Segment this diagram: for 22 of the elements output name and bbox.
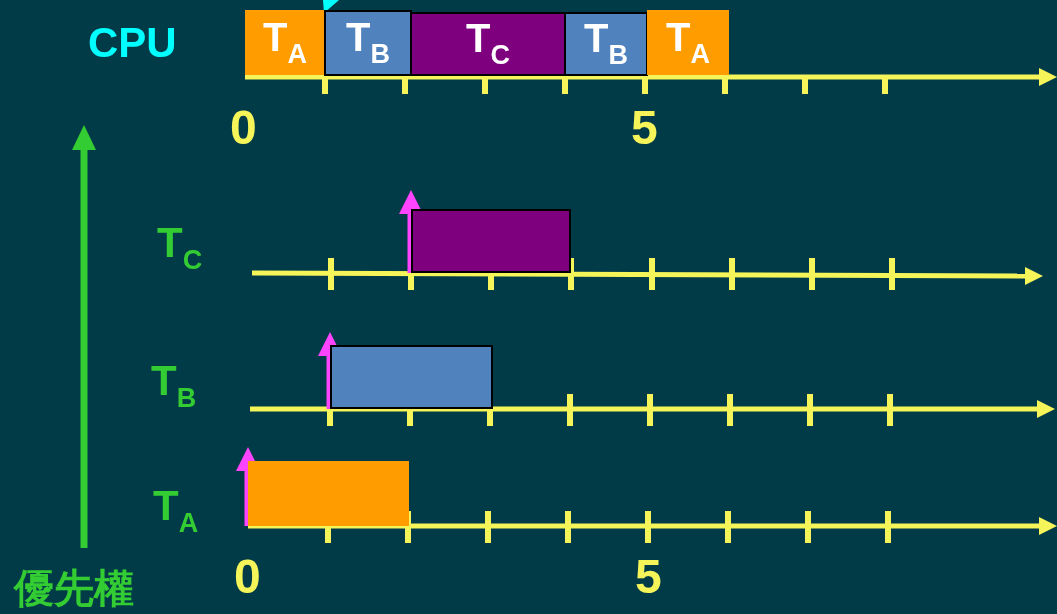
row-label: T$_{C}$ xyxy=(157,222,203,275)
tick-label: 5 xyxy=(631,104,658,152)
schedule-block xyxy=(324,10,412,76)
row-label: T$_{B}$ xyxy=(151,360,197,413)
schedule-block xyxy=(245,10,325,75)
tick-label: 0 xyxy=(230,104,257,152)
schedule-block xyxy=(410,12,566,76)
task-label: T$_{B}$ xyxy=(584,18,628,70)
tick-label: 0 xyxy=(234,553,261,601)
tick-label: 5 xyxy=(635,553,662,601)
task-label: T$_{C}$ xyxy=(466,18,510,70)
row-label: CPU xyxy=(88,22,177,64)
task-label: T$_{B}$ xyxy=(346,17,390,69)
task-label: T$_{A}$ xyxy=(666,16,710,69)
row-label: T$_{A}$ xyxy=(153,485,199,538)
axis-title: 優先權 xyxy=(14,568,134,608)
schedule-block xyxy=(564,12,648,76)
schedule-block xyxy=(647,10,729,75)
task-bar xyxy=(330,345,493,409)
task-label: T$_{A}$ xyxy=(263,16,307,69)
task-bar xyxy=(411,209,571,273)
task-bar xyxy=(248,461,409,526)
